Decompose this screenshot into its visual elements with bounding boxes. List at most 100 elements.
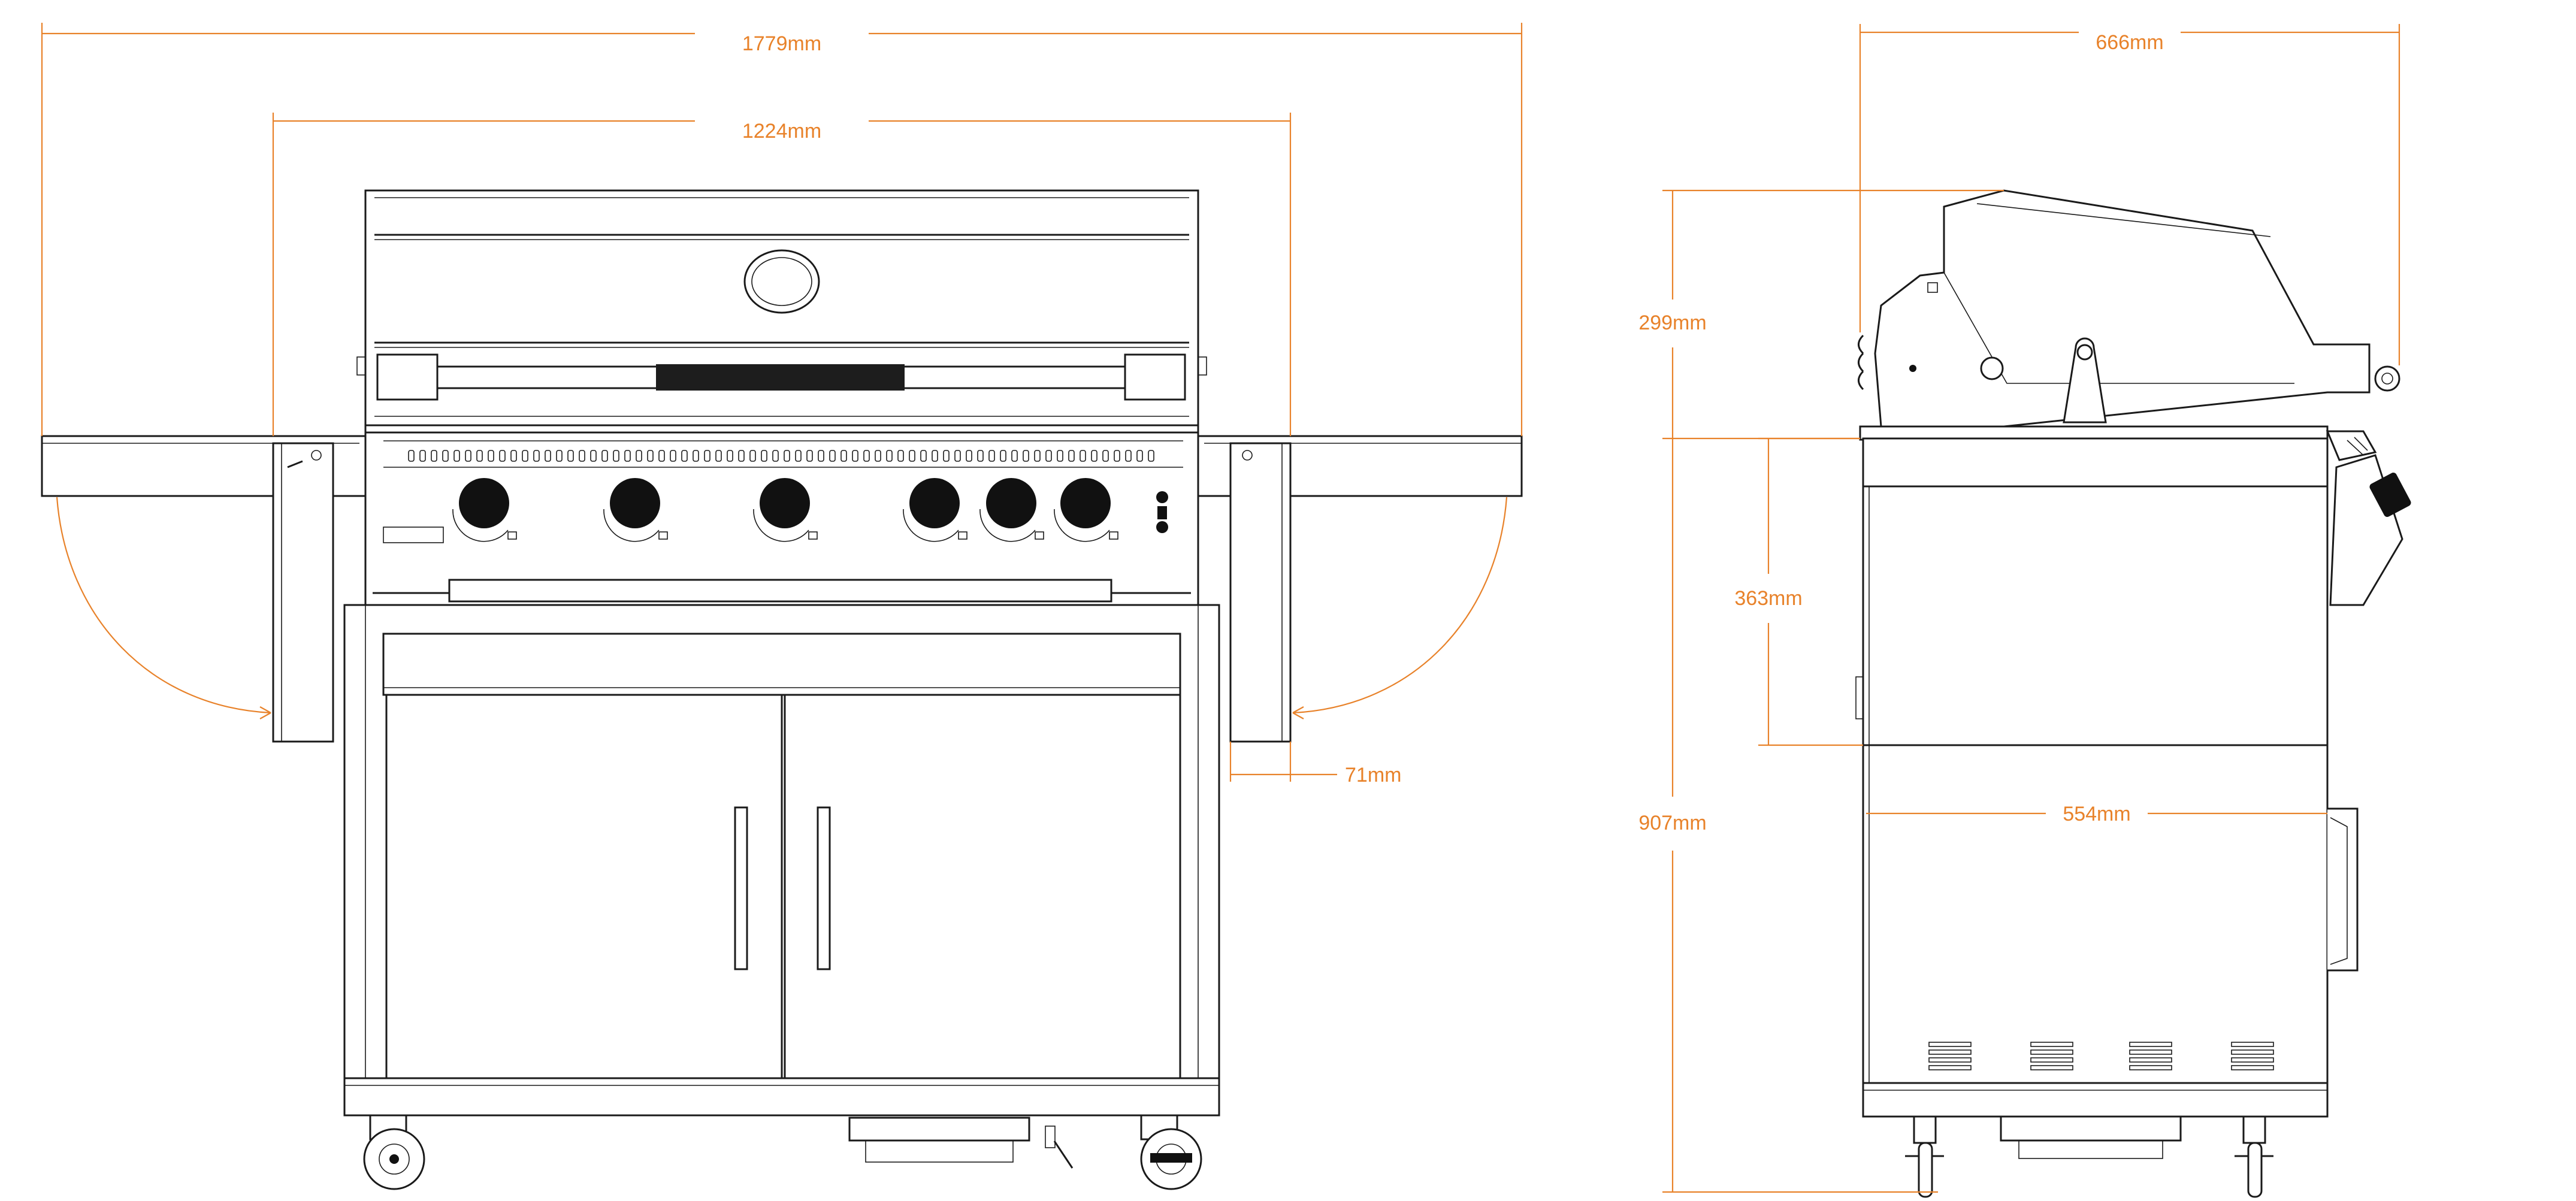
vent-slot: [738, 450, 745, 462]
side-vent-slot: [2030, 1049, 2073, 1055]
vent-slot: [749, 450, 756, 462]
side-vent-slot: [2129, 1057, 2172, 1063]
vent-slot: [1102, 450, 1109, 462]
handle-bracket-right: [1124, 353, 1186, 401]
vent-slot: [1136, 450, 1143, 462]
side-vent-slot: [2030, 1042, 2073, 1047]
vent-slot: [567, 450, 574, 462]
vent-slot: [943, 450, 950, 462]
vent-slot: [1080, 450, 1086, 462]
arrow-icon: [1292, 706, 1304, 719]
side-vent-slot: [2129, 1049, 2172, 1055]
vent-slot: [488, 450, 494, 462]
caster-wheel-right: [1140, 1114, 1202, 1190]
shelf-swing-arc-left: [56, 497, 271, 714]
vent-slots: [408, 450, 1154, 462]
handle-bracket-left: [376, 353, 439, 401]
side-lid: [1858, 189, 2400, 428]
vent-slot: [909, 450, 915, 462]
vent-slot: [886, 450, 893, 462]
side-caster-left: [1905, 1115, 1944, 1198]
side-vent-slot: [1928, 1065, 1972, 1070]
burner-knob[interactable]: [1054, 478, 1118, 542]
vent-slot: [499, 450, 506, 462]
vent-slot: [579, 450, 585, 462]
vent-slot: [897, 450, 904, 462]
vent-slot: [954, 450, 961, 462]
vent-slot: [1114, 450, 1120, 462]
burner-knob[interactable]: [979, 478, 1044, 542]
vent-slot: [863, 450, 870, 462]
side-cart: [1855, 437, 2359, 1198]
vent-slot: [453, 450, 460, 462]
vent-slot: [681, 450, 688, 462]
side-vent-slot: [1928, 1057, 1972, 1063]
arrow-icon: [259, 706, 271, 719]
vent-slot: [647, 450, 654, 462]
casters: [363, 1114, 1202, 1190]
dimension-shelf-height: 363mm: [1734, 587, 1802, 610]
vent-slot: [761, 450, 767, 462]
vent-slot: [920, 450, 927, 462]
vent-slot: [829, 450, 836, 462]
side-vent-slot: [2231, 1065, 2274, 1070]
vent-slot: [875, 450, 881, 462]
side-vent-slot: [1928, 1049, 1972, 1055]
dimension-width-total: 1779mm: [742, 32, 821, 55]
side-control-panel: [1859, 425, 2411, 606]
vent-slot: [818, 450, 824, 462]
vent-slot: [590, 450, 597, 462]
dimension-lid-height: 299mm: [1638, 311, 1706, 334]
vent-slot: [1057, 450, 1063, 462]
vent-slot: [977, 450, 984, 462]
door-handle-right: [817, 806, 831, 970]
vent-slot: [852, 450, 858, 462]
vent-slot: [704, 450, 710, 462]
vent-slot: [465, 450, 471, 462]
vent-slot: [658, 450, 665, 462]
side-vent-slot: [2129, 1042, 2172, 1047]
cabinet-door-left: [385, 694, 783, 1079]
side-gas-tank: [2000, 1115, 2182, 1142]
vent-slot: [1148, 450, 1154, 462]
vent-slot: [1045, 450, 1052, 462]
vent-slot: [693, 450, 699, 462]
vent-slot: [988, 450, 995, 462]
drip-tray: [448, 579, 1112, 603]
burner-knob[interactable]: [603, 478, 668, 542]
burner-knob[interactable]: [903, 478, 967, 542]
dimension-cart-height: 907mm: [1638, 812, 1706, 834]
vent-slot: [408, 450, 415, 462]
side-vent-slot: [2129, 1065, 2172, 1070]
vent-slot: [715, 450, 722, 462]
vent-slot: [795, 450, 802, 462]
vent-slot: [431, 450, 437, 462]
control-panel: [364, 424, 1199, 606]
side-vent-slot: [2231, 1057, 2274, 1063]
brand-logo: [1156, 491, 1168, 533]
burner-knob[interactable]: [753, 478, 818, 542]
vent-slot: [1000, 450, 1006, 462]
vent-slot: [966, 450, 972, 462]
side-vent-slot: [2231, 1042, 2274, 1047]
shelf-swing-arc-right: [1292, 497, 1508, 714]
vent-slot: [932, 450, 938, 462]
vent-slot: [1068, 450, 1075, 462]
side-vent-slot: [1928, 1042, 1972, 1047]
vent-slot: [1023, 450, 1029, 462]
grill-side-view: [1855, 189, 2411, 1198]
dimension-shelf-depth: 71mm: [1345, 764, 1401, 786]
vent-slot: [772, 450, 779, 462]
burner-knob[interactable]: [452, 478, 517, 542]
thermometer-icon: [743, 249, 820, 314]
vent-slot: [784, 450, 790, 462]
caster-wheel-left: [363, 1114, 425, 1190]
side-vent-slot: [2030, 1057, 2073, 1063]
vent-slot: [442, 450, 449, 462]
side-dimensions: 666mm 299mm 907mm 363mm 554mm: [1638, 24, 2400, 1193]
door-handle-left: [734, 806, 748, 970]
vent-slot: [806, 450, 813, 462]
vent-slot: [476, 450, 483, 462]
vent-slot: [545, 450, 551, 462]
